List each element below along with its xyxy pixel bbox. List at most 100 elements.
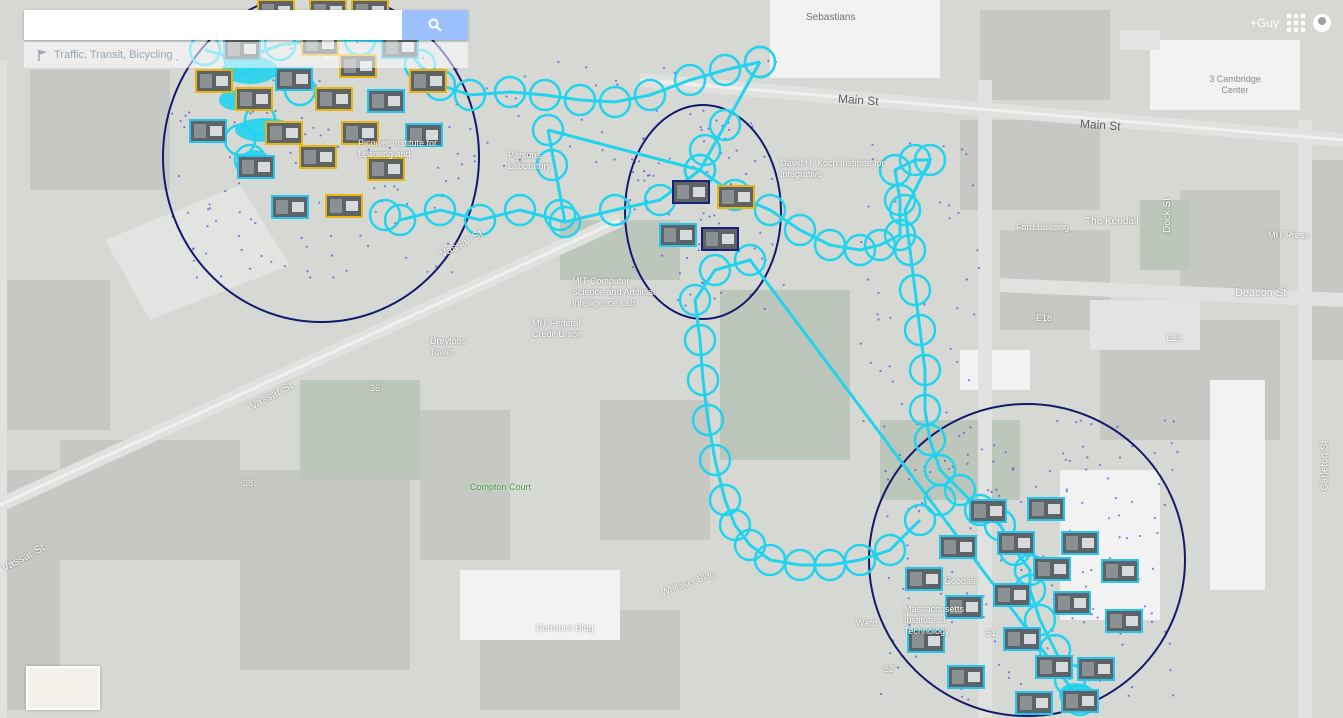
sample-point xyxy=(1125,537,1129,540)
sample-point xyxy=(1139,534,1142,538)
sample-point xyxy=(982,615,985,619)
sample-point xyxy=(1075,421,1078,424)
label-the-kendall[interactable]: The Kendall xyxy=(1085,216,1139,227)
sample-point xyxy=(294,162,297,165)
sample-point xyxy=(713,214,716,217)
sample-point xyxy=(1108,557,1112,560)
earth-view-thumbnail[interactable] xyxy=(26,666,100,710)
sample-point xyxy=(759,231,762,234)
photo-thumbnail xyxy=(1027,497,1065,521)
sample-point xyxy=(992,460,995,463)
label-building-e18[interactable]: E18 xyxy=(1036,313,1053,323)
label-parsons-laboratory[interactable]: Parsons Laboratory xyxy=(508,150,552,171)
sample-point xyxy=(445,179,448,183)
label-goodale[interactable]: Goodale xyxy=(944,576,979,586)
trail-marker xyxy=(688,133,722,167)
sample-point xyxy=(960,148,964,151)
label-sebastians[interactable]: Sebastians xyxy=(806,12,856,23)
label-mit-federal-credit-union[interactable]: MIT Federal Credit Union xyxy=(532,318,583,339)
sample-point xyxy=(514,97,518,100)
sample-point xyxy=(891,380,894,383)
sample-point xyxy=(251,110,254,113)
sample-point xyxy=(1034,485,1037,488)
trail-segment xyxy=(547,128,1072,681)
cluster-ellipses xyxy=(162,0,1186,717)
sample-point xyxy=(205,252,208,255)
account-icon[interactable] xyxy=(1313,14,1331,32)
sample-point xyxy=(717,222,721,225)
label-building-51[interactable]: 51 xyxy=(986,628,997,638)
trail-marker xyxy=(913,143,947,177)
street-dock-st: Dock St xyxy=(1162,197,1174,234)
sample-point xyxy=(643,179,646,182)
photo-thumbnail xyxy=(341,121,379,145)
label-mit[interactable]: Massachusetts Institute of Technology xyxy=(904,604,965,636)
apps-grid-icon[interactable] xyxy=(1287,14,1305,32)
sample-point xyxy=(1085,468,1088,471)
traffic-layers-panel[interactable]: Traffic, Transit, Bicycling xyxy=(24,42,468,68)
sample-point xyxy=(208,203,211,206)
photo-thumbnail xyxy=(367,89,405,113)
sample-point xyxy=(689,293,692,296)
label-3-cambridge-center[interactable]: 3 Cambridge Center xyxy=(1209,74,1261,95)
label-building-62[interactable]: 62 xyxy=(884,664,895,674)
search-input[interactable] xyxy=(24,10,424,40)
photo-thumbnail xyxy=(1015,691,1053,715)
label-mit-csail[interactable]: MIT Computer Science and Artificial Inte… xyxy=(572,276,656,308)
sample-point xyxy=(473,160,476,163)
trail-marker xyxy=(698,443,732,477)
sample-point xyxy=(735,149,738,152)
label-building-e25[interactable]: E25 xyxy=(1166,333,1183,343)
sample-point xyxy=(877,291,880,295)
label-compton-court[interactable]: Compton Court xyxy=(470,482,532,492)
label-ward[interactable]: Ward xyxy=(856,618,878,628)
sample-point xyxy=(1079,419,1082,422)
sample-point xyxy=(406,202,409,206)
label-building-38[interactable]: 38 xyxy=(243,478,254,488)
photo-thumbnail xyxy=(235,87,273,111)
label-koch-institute[interactable]: David H. Koch Institute for Integrative xyxy=(780,158,885,179)
sample-point xyxy=(601,149,604,152)
label-ford-building[interactable]: Ford Building xyxy=(1016,222,1070,232)
sample-point xyxy=(1114,497,1117,500)
sample-point xyxy=(249,112,252,115)
label-dorrance-bldg[interactable]: Dorrance Bldg xyxy=(536,623,594,633)
sample-point xyxy=(426,270,429,273)
sample-point xyxy=(782,283,785,286)
user-link[interactable]: +Guy xyxy=(1249,16,1279,30)
label-building-36[interactable]: 36 xyxy=(370,383,381,393)
sample-point xyxy=(585,66,588,69)
trail-marker xyxy=(368,198,402,232)
sample-point xyxy=(896,666,900,669)
sample-point xyxy=(1163,503,1166,507)
label-dreyfoos-tower[interactable]: Dreyfoos Tower xyxy=(430,336,467,357)
sample-point xyxy=(1153,516,1156,520)
sample-point xyxy=(1150,612,1153,615)
sample-point xyxy=(396,188,399,191)
sample-point xyxy=(1151,567,1155,570)
sample-point xyxy=(871,143,874,146)
search-box xyxy=(24,10,468,40)
sample-point xyxy=(862,419,865,423)
sample-point xyxy=(943,459,947,462)
sample-point xyxy=(637,179,640,182)
cluster-ellipse xyxy=(624,104,782,320)
sample-point xyxy=(215,219,218,222)
trail-marker xyxy=(463,203,497,237)
sample-point xyxy=(1062,452,1065,455)
search-button[interactable] xyxy=(402,10,468,40)
sample-point xyxy=(505,95,508,98)
sample-point xyxy=(237,234,240,237)
label-mit-press[interactable]: MIT Press xyxy=(1268,230,1309,240)
label-picower-institute[interactable]: Picower Institute for Learning and xyxy=(358,138,438,159)
trail-marker xyxy=(913,423,947,457)
photo-thumbnail xyxy=(717,185,755,209)
photo-thumbnail xyxy=(271,195,309,219)
trail-marker xyxy=(698,253,732,287)
sample-point xyxy=(305,245,308,248)
sample-point xyxy=(1118,536,1121,539)
photo-thumbnail xyxy=(409,69,447,93)
sample-point xyxy=(388,146,391,149)
sample-point xyxy=(728,128,731,131)
